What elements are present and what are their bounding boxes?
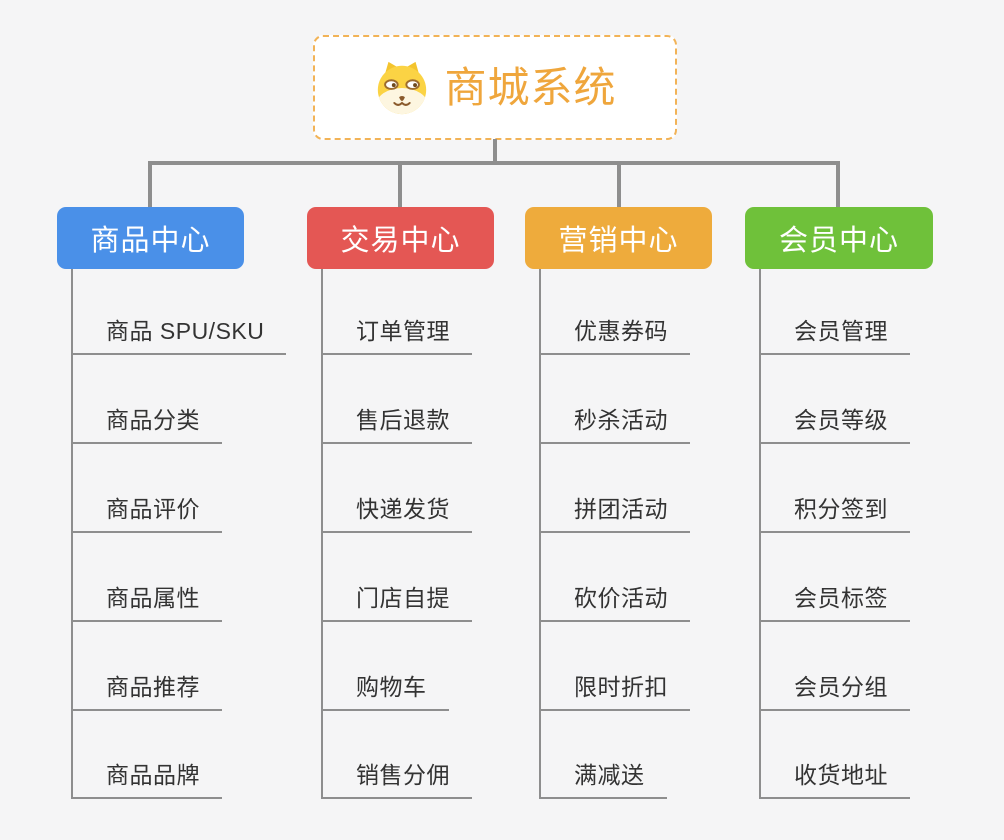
leaf-node[interactable]: 商品属性 [73, 584, 222, 622]
leaf-node[interactable]: 积分签到 [761, 495, 910, 533]
connector-root-stub [493, 139, 497, 162]
connector-drop-product [148, 161, 152, 208]
root-title: 商城系统 [444, 63, 617, 111]
leaf-node[interactable]: 限时折扣 [541, 673, 690, 711]
leaf-node[interactable]: 收货地址 [761, 761, 910, 799]
branch-children-member: 会员管理 会员等级 积分签到 会员标签 会员分组 收货地址 [759, 269, 1001, 799]
leaf-node[interactable]: 会员标签 [761, 584, 910, 622]
leaf-node[interactable]: 订单管理 [323, 317, 472, 355]
branch-node-trade-center[interactable]: 交易中心 [307, 207, 494, 269]
leaf-node[interactable]: 购物车 [323, 673, 449, 711]
branch-children-product: 商品 SPU/SKU 商品分类 商品评价 商品属性 商品推荐 商品品牌 [71, 269, 313, 799]
leaf-node[interactable]: 砍价活动 [541, 584, 690, 622]
leaf-node[interactable]: 商品推荐 [73, 673, 222, 711]
leaf-node[interactable]: 秒杀活动 [541, 406, 690, 444]
connector-drop-marketing [617, 161, 621, 208]
leaf-node[interactable]: 满减送 [541, 761, 667, 799]
leaf-node[interactable]: 商品品牌 [73, 761, 222, 799]
branch-children-marketing: 优惠券码 秒杀活动 拼团活动 砍价活动 限时折扣 满减送 [539, 269, 781, 799]
branch-children-trade: 订单管理 售后退款 快递发货 门店自提 购物车 销售分佣 [321, 269, 563, 799]
leaf-node[interactable]: 拼团活动 [541, 495, 690, 533]
connector-drop-member [836, 161, 840, 208]
branch-node-member-center[interactable]: 会员中心 [745, 207, 933, 269]
leaf-node[interactable]: 销售分佣 [323, 761, 472, 799]
leaf-node[interactable]: 优惠券码 [541, 317, 690, 355]
leaf-node[interactable]: 商品 SPU/SKU [73, 317, 287, 355]
branch-node-marketing-center[interactable]: 营销中心 [525, 207, 712, 269]
leaf-node[interactable]: 商品分类 [73, 406, 222, 444]
connector-drop-trade [398, 161, 402, 208]
leaf-node[interactable]: 会员等级 [761, 406, 910, 444]
leaf-node[interactable]: 商品评价 [73, 495, 222, 533]
leaf-node[interactable]: 快递发货 [323, 495, 472, 533]
connector-bus [148, 161, 840, 165]
leaf-node[interactable]: 会员分组 [761, 673, 910, 711]
leaf-node[interactable]: 门店自提 [323, 584, 472, 622]
branch-node-product-center[interactable]: 商品中心 [57, 207, 244, 269]
dog-face-icon [373, 59, 431, 117]
root-node[interactable]: 商城系统 [313, 35, 677, 140]
leaf-node[interactable]: 售后退款 [323, 406, 472, 444]
leaf-node[interactable]: 会员管理 [761, 317, 910, 355]
